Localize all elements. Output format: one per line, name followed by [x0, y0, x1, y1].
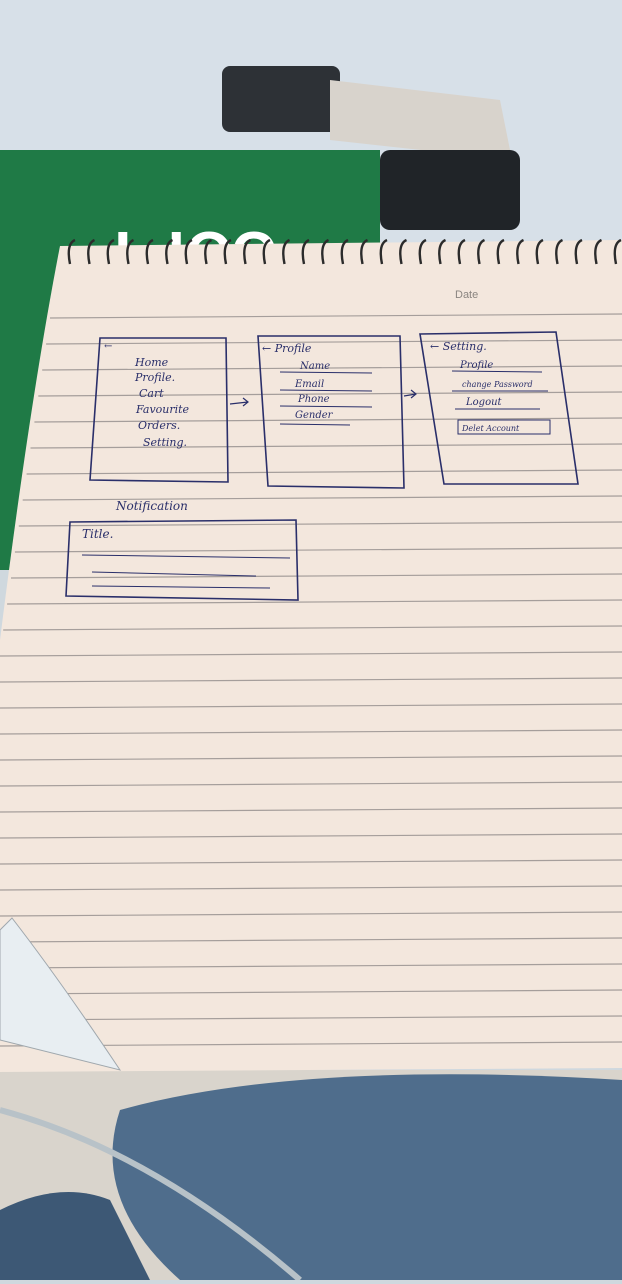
- menu-item-cart: Cart: [139, 387, 164, 400]
- profile-field-phone: Phone: [297, 394, 330, 405]
- settings-item-change-password: change Password: [462, 380, 533, 389]
- notification-card-title: Title.: [82, 527, 113, 541]
- menu-item-home: Home: [134, 356, 169, 369]
- settings-title: ← Setting.: [430, 340, 487, 353]
- notification-heading: Notification: [115, 499, 188, 513]
- menu-item-favourite: Favourite: [135, 403, 190, 416]
- profile-field-gender: Gender: [295, 410, 334, 421]
- menu-item-profile: Profile.: [134, 371, 175, 384]
- profile-title: ← Profile: [262, 342, 312, 355]
- menu-back-arrow: ←: [104, 341, 112, 352]
- profile-field-name: Name: [299, 361, 330, 372]
- settings-item-delete-account: Delet Account: [461, 424, 520, 433]
- menu-item-orders: Orders.: [138, 419, 180, 432]
- date-label: Date: [455, 289, 478, 301]
- settings-item-profile: Profile: [459, 360, 493, 371]
- menu-item-setting: Setting.: [143, 436, 187, 449]
- jeans: [113, 1074, 622, 1280]
- profile-field-email: Email: [294, 379, 324, 390]
- settings-item-logout: Logout: [465, 397, 503, 408]
